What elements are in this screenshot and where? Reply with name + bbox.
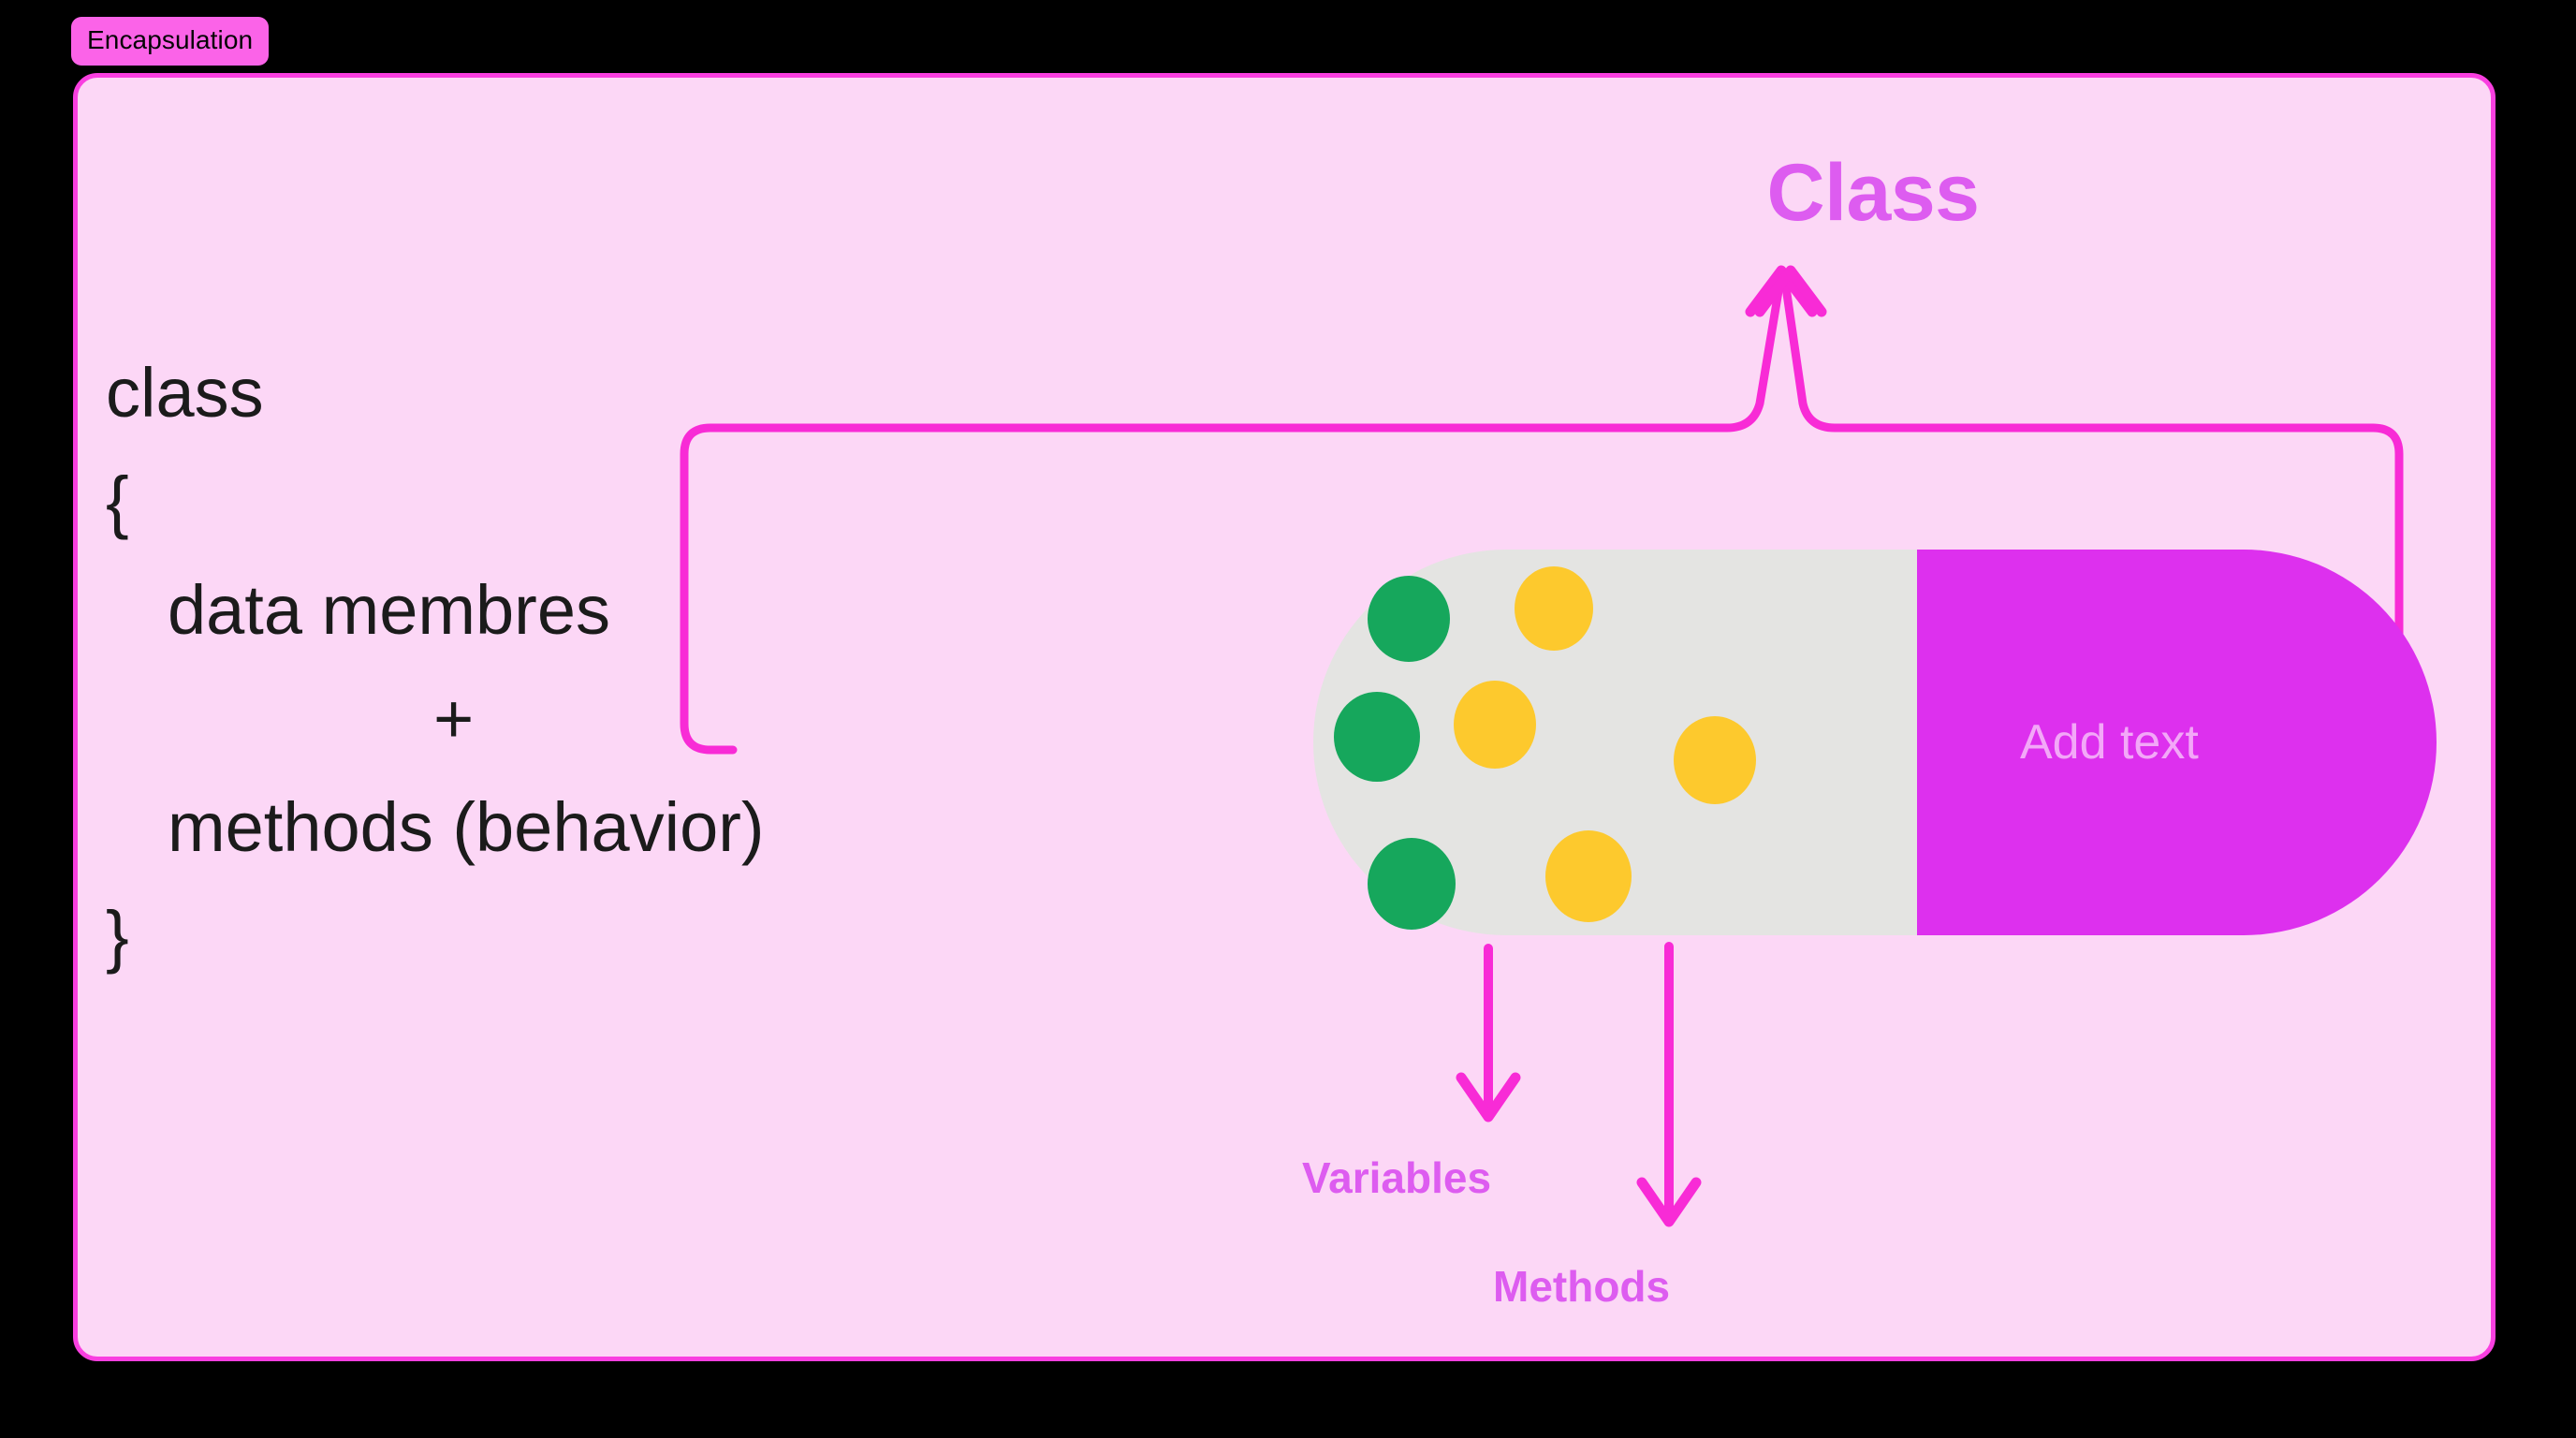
arrowhead-down-methods-icon: [1636, 1177, 1702, 1227]
label-methods: Methods: [1493, 1262, 1671, 1311]
connector-left-bracket-foot: [680, 423, 738, 755]
variable-dot: [1334, 692, 1420, 782]
label-variables: Variables: [1302, 1153, 1492, 1202]
diagram-connectors: [680, 265, 2404, 1227]
slide-label-badge: Encapsulation: [71, 17, 270, 66]
add-text-placeholder[interactable]: Add text: [2020, 715, 2199, 770]
capsule-text-area[interactable]: Add text: [1917, 550, 2437, 935]
method-dot: [1545, 830, 1632, 922]
variable-dot: [1368, 576, 1450, 662]
connector-right-bracket: [1779, 270, 2378, 433]
class-diagram: Class Add text Variables Methods: [78, 78, 2491, 1357]
capsule-members-area[interactable]: [1313, 550, 1917, 935]
method-dot: [1674, 716, 1756, 804]
code-line: }: [106, 897, 129, 975]
code-line: data membres: [168, 571, 610, 649]
code-line: class: [106, 354, 264, 432]
variable-dot: [1368, 838, 1456, 930]
code-line: methods (behavior): [168, 788, 765, 866]
diagram-title-class: Class: [1766, 148, 1981, 238]
arrowhead-down-variables-icon: [1456, 1072, 1521, 1123]
arrowhead-up-right-icon: [1754, 265, 1827, 317]
method-dot: [1454, 681, 1536, 769]
slide-card: class { data membres + methods (behavior…: [73, 73, 2496, 1361]
code-line: {: [106, 462, 129, 540]
method-dot: [1515, 566, 1593, 651]
arrowhead-up-left-icon: [1745, 265, 1818, 317]
connector-left-bracket: [706, 270, 1786, 433]
class-capsule: Add text: [1313, 550, 2437, 935]
code-line: +: [433, 680, 475, 757]
class-code-block: class { data membres + methods (behavior…: [106, 359, 1117, 1010]
